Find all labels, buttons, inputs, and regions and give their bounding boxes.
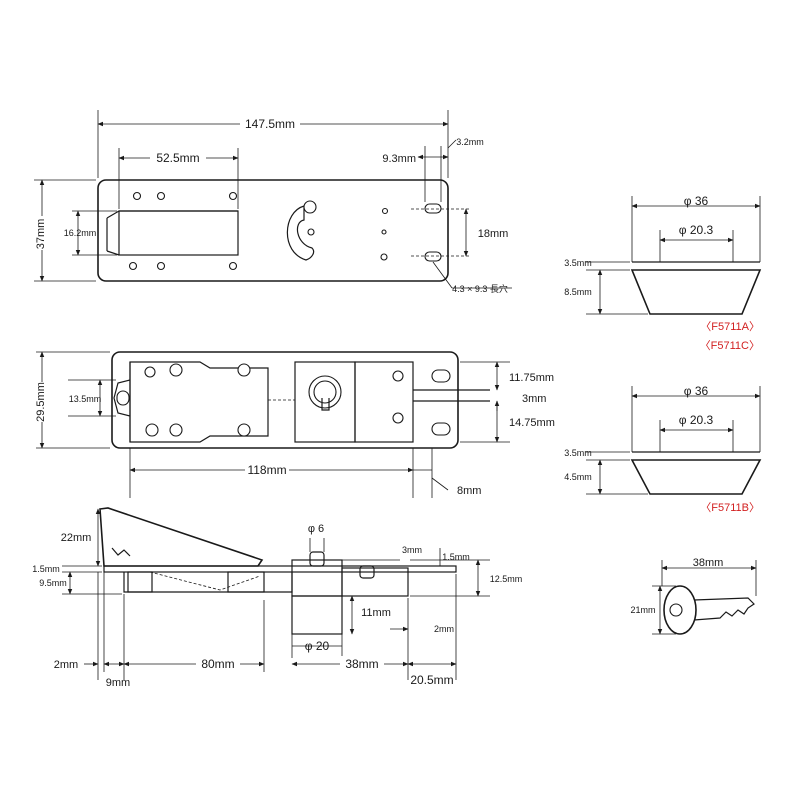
housing-body xyxy=(129,361,269,443)
cap-a-body-h: 8.5mm xyxy=(564,287,592,297)
cap-a-model-2: 〈F5711C〉 xyxy=(700,339,760,352)
cap-a-outer-dia: φ 36 xyxy=(684,194,709,208)
bottom-view: 29.5mm 13.5mm 11.75mm 3mm 14.75mm 118mm … xyxy=(34,351,555,498)
cap-a-body xyxy=(630,269,762,315)
cap-a-top-h: 3.5mm xyxy=(564,258,592,268)
cap-b-inner-dia: φ 20.3 xyxy=(679,413,714,427)
key-length: 38mm xyxy=(693,557,724,569)
key-height: 21mm xyxy=(630,605,655,615)
dim-upper: 11.75mm xyxy=(509,372,554,384)
dim-lower: 14.75mm xyxy=(509,417,555,429)
cam-shape xyxy=(286,205,315,261)
screw-hole xyxy=(156,261,166,271)
side-plate xyxy=(103,565,457,573)
dim-plate-thickness: 1.5mm xyxy=(32,564,60,574)
dim-length-118: 118mm xyxy=(247,463,286,477)
dim-step-3: 3mm xyxy=(402,545,422,555)
top-plate-outline xyxy=(97,179,449,282)
slotted-hole xyxy=(424,203,442,214)
cap-b-body-h: 4.5mm xyxy=(564,472,592,482)
top-rect-slot xyxy=(118,210,239,256)
screw-hole xyxy=(128,261,138,271)
dim-right-gap: 2mm xyxy=(434,624,454,634)
cap-b-outer-dia: φ 36 xyxy=(684,384,709,398)
screw-hole xyxy=(307,228,315,236)
dim-len-80: 80mm xyxy=(201,657,234,671)
side-lever xyxy=(99,507,264,567)
dim-height: 37mm xyxy=(35,219,47,250)
screw-hole xyxy=(381,229,387,235)
screw-hole xyxy=(228,191,238,201)
dim-middle: 3mm xyxy=(522,393,546,405)
cap-a-inner-dia: φ 20.3 xyxy=(679,223,714,237)
bottom-plate-outline xyxy=(111,351,459,449)
key-bow xyxy=(663,585,697,635)
screw-hole xyxy=(156,191,166,201)
cap-b-model: 〈F5711B〉 xyxy=(700,501,760,514)
slot-note: 4.3 × 9.3 長穴 xyxy=(452,283,508,294)
cap-b-view: φ 36 φ 20.3 3.5mm 4.5mm 〈F5711B〉 xyxy=(564,384,762,514)
key-view: 38mm 21mm xyxy=(630,557,757,635)
dim-total-depth: 12.5mm xyxy=(490,574,523,584)
screw-hole xyxy=(228,261,238,271)
screw-hole xyxy=(381,207,389,215)
dim-cylinder-dia: φ 20 xyxy=(305,639,330,653)
screw-hole xyxy=(132,191,142,201)
top-view: 147.5mm 52.5mm 9.3mm 3.2mm 37mm 16.2mm 1… xyxy=(34,110,512,294)
cap-b-top-h: 3.5mm xyxy=(564,448,592,458)
cap-a-view: φ 36 φ 20.3 3.5mm 8.5mm 〈F5711A〉 〈F5711C… xyxy=(564,194,762,352)
dim-bottom-height: 29.5mm xyxy=(35,382,47,422)
side-view: 22mm 1.5mm 9.5mm φ 6 3mm 1.5mm 12.5mm 11… xyxy=(32,507,523,689)
dim-step-1-5: 1.5mm xyxy=(442,552,470,562)
dim-lever-height: 22mm xyxy=(61,532,92,544)
dim-len-20-5: 20.5mm xyxy=(410,673,453,687)
dim-hole-pitch: 18mm xyxy=(478,228,509,240)
cap-b-body xyxy=(630,459,762,495)
dim-pin-dia: φ 6 xyxy=(308,523,324,535)
dim-len-38: 38mm xyxy=(345,657,378,671)
dim-slot-height: 16.2mm xyxy=(64,228,97,238)
dim-left-9: 9mm xyxy=(106,677,130,689)
dim-edge-hole: 9.3mm xyxy=(382,153,416,165)
pivot-hole xyxy=(303,200,317,214)
dim-hole-width: 3.2mm xyxy=(456,137,484,147)
cap-a-model-1: 〈F5711A〉 xyxy=(700,320,760,333)
dim-body-depth: 9.5mm xyxy=(39,578,67,588)
slotted-hole xyxy=(424,251,442,262)
screw-hole xyxy=(380,253,388,261)
dim-left-2: 2mm xyxy=(54,659,78,671)
dim-slot-offset: 52.5mm xyxy=(156,151,199,165)
dim-overall-length: 147.5mm xyxy=(245,117,295,131)
dim-cylinder-depth: 11mm xyxy=(361,607,391,619)
dim-right-8: 8mm xyxy=(457,485,481,497)
dim-left-gap: 13.5mm xyxy=(69,394,102,404)
